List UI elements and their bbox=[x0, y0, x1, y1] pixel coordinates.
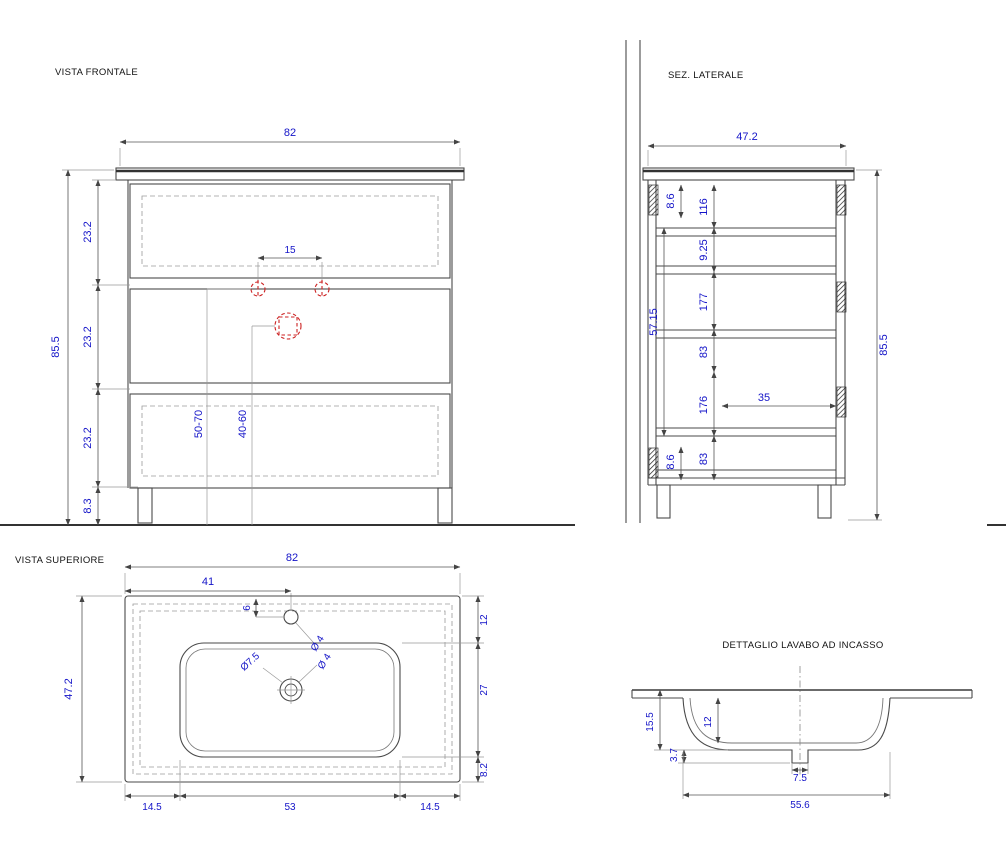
dim-total-depth: 15.5 bbox=[645, 712, 656, 732]
front-view-title: VISTA FRONTALE bbox=[55, 67, 138, 78]
dim-front-height: 85.5 bbox=[50, 336, 62, 357]
top-view: VISTA SUPERIORE 82 41 Ø 4 6 Ø7.5 Ø 4 bbox=[15, 552, 490, 813]
bowl-inner-profile bbox=[689, 697, 884, 744]
side-leg-front bbox=[817, 484, 832, 519]
dim-bottom-thickness: 8.6 bbox=[665, 454, 677, 469]
section-hatch bbox=[836, 281, 847, 313]
side-countertop bbox=[642, 167, 855, 181]
dim-top-thickness: 8.6 bbox=[665, 193, 677, 208]
section-hatch bbox=[836, 184, 847, 216]
dim-drain-dia: Ø7.5 bbox=[239, 651, 263, 674]
dim-9-25: 9.25 bbox=[698, 239, 710, 260]
dim-side-depth: 47.2 bbox=[736, 131, 757, 143]
section-hatch bbox=[648, 447, 659, 479]
front-countertop bbox=[115, 167, 465, 181]
dim-half-width: 41 bbox=[202, 576, 214, 588]
dim-margin-left: 14.5 bbox=[142, 802, 162, 813]
front-drawer-2 bbox=[129, 288, 451, 384]
front-drawer-3 bbox=[129, 393, 451, 489]
section-hatch bbox=[648, 184, 659, 216]
side-leg-back bbox=[656, 484, 671, 519]
dim-margin-right: 14.5 bbox=[420, 802, 440, 813]
dim-83-lower: 83 bbox=[698, 453, 710, 465]
dim-bowl-width: 55.6 bbox=[790, 800, 810, 811]
top-basin bbox=[179, 642, 401, 758]
dim-57-15: 57.15 bbox=[648, 308, 660, 336]
top-view-title: VISTA SUPERIORE bbox=[15, 555, 104, 566]
section-hatch bbox=[836, 386, 847, 418]
dim-front-width: 82 bbox=[284, 127, 296, 139]
dim-drawer1-height: 23.2 bbox=[82, 221, 94, 242]
dim-83-upper: 83 bbox=[698, 346, 710, 358]
front-leg-right bbox=[437, 487, 453, 524]
dim-basin-depth: 27 bbox=[479, 684, 490, 696]
dim-176: 176 bbox=[698, 396, 710, 414]
dim-177: 177 bbox=[698, 293, 710, 311]
front-view: VISTA FRONTALE 82 85.5 bbox=[0, 67, 1006, 526]
dim-supply-height-range: 40-60 bbox=[237, 410, 249, 438]
dim-edge-top: 12 bbox=[479, 614, 490, 626]
side-section-view: SEZ. LATERALE 47.2 bbox=[625, 40, 890, 523]
dim-tap-offset: 6 bbox=[242, 605, 253, 611]
detail-title: DETTAGLIO LAVABO AD INCASSO bbox=[722, 640, 883, 651]
dim-inner-depth: 12 bbox=[703, 716, 714, 728]
side-view-title: SEZ. LATERALE bbox=[668, 70, 744, 81]
bowl-outer-profile bbox=[682, 697, 891, 764]
tap-hole bbox=[283, 609, 299, 625]
dim-plinth-height: 8.3 bbox=[82, 498, 94, 513]
dim-116: 116 bbox=[698, 198, 710, 216]
dim-top-depth: 47.2 bbox=[63, 678, 75, 699]
dim-wall: 3.7 bbox=[669, 748, 680, 762]
dim-side-height: 85.5 bbox=[878, 334, 890, 355]
dim-35: 35 bbox=[758, 392, 770, 404]
siphon-hole bbox=[274, 312, 302, 340]
front-drawer-1 bbox=[129, 183, 451, 279]
dim-drain-height-range: 50-70 bbox=[193, 410, 205, 438]
top-countertop bbox=[124, 595, 461, 783]
dim-tap-hole-dia: Ø 4 bbox=[309, 634, 327, 654]
dim-overflow-dia: Ø 4 bbox=[316, 652, 334, 672]
dim-edge-bottom: 8.2 bbox=[479, 763, 490, 777]
dim-top-width: 82 bbox=[286, 552, 298, 564]
dim-tap-spacing: 15 bbox=[284, 245, 296, 256]
dim-basin-width: 53 bbox=[284, 802, 296, 813]
dim-drawer3-height: 23.2 bbox=[82, 427, 94, 448]
sink-detail-view: DETTAGLIO LAVABO AD INCASSO 15.5 12 3.7 … bbox=[631, 640, 973, 811]
dim-drain-width: 7.5 bbox=[793, 773, 807, 784]
front-leg-left bbox=[137, 487, 153, 524]
dim-drawer2-height: 23.2 bbox=[82, 326, 94, 347]
